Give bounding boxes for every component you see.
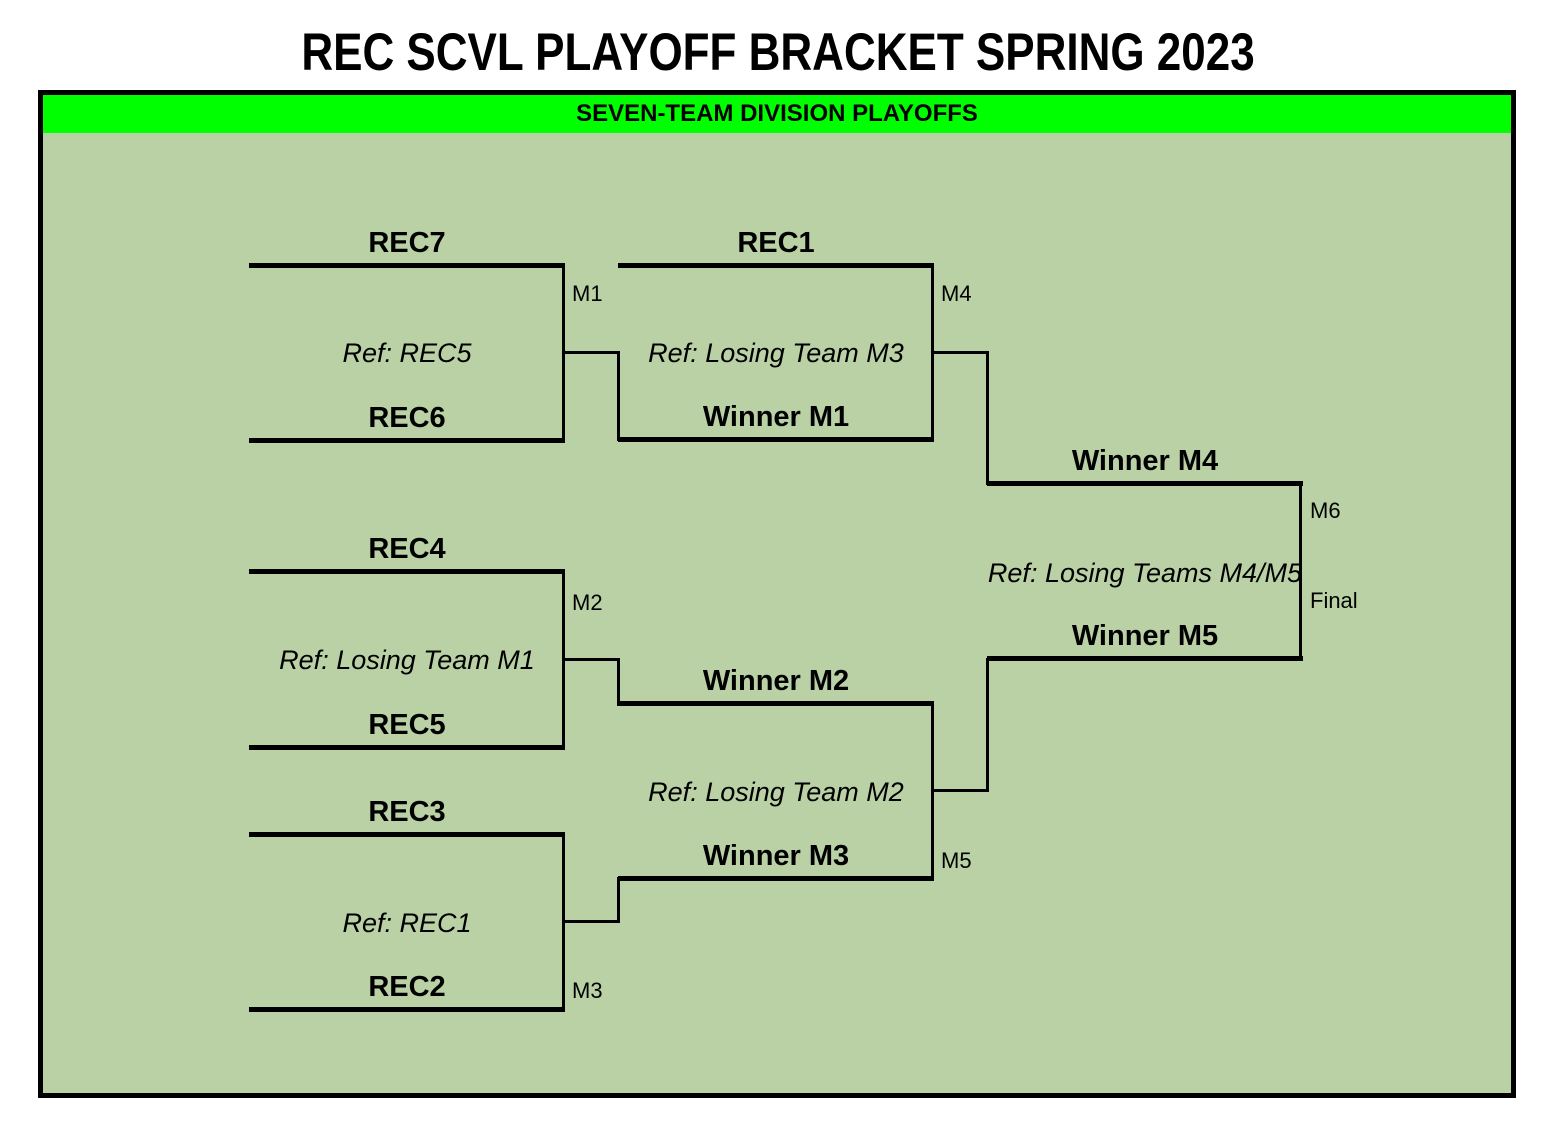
m5-top-team-label: Winner M2 xyxy=(702,665,850,697)
m6-bottom-line xyxy=(987,656,1303,661)
m4-top-line xyxy=(618,263,934,268)
page-title: REC SCVL PLAYOFF BRACKET SPRING 2023 xyxy=(301,23,1255,82)
m3-match-label: M3 xyxy=(572,978,603,1003)
m6-bracket-line xyxy=(1299,481,1302,661)
m5-bottom-team-label: Winner M3 xyxy=(702,840,850,872)
m2-top-line xyxy=(249,569,565,574)
m4-connector-h xyxy=(934,351,989,354)
m2-bracket-line xyxy=(562,569,565,750)
m2-ref-note: Ref: Losing Team M1 xyxy=(279,645,535,675)
m1-connector-v xyxy=(617,351,620,441)
m1-bottom-line xyxy=(249,438,565,443)
m2-connector-v xyxy=(617,658,620,706)
m6-bottom-team-label: Winner M5 xyxy=(1071,620,1219,652)
m3-connector-h xyxy=(565,920,620,923)
m1-ref-note: Ref: REC5 xyxy=(342,338,472,368)
m1-bracket-line xyxy=(562,263,565,443)
m1-match-label: M1 xyxy=(572,281,603,306)
m1-bottom-team-label: REC6 xyxy=(368,402,446,434)
m2-bottom-team-label: REC5 xyxy=(368,709,446,741)
m4-bracket-line xyxy=(931,263,934,442)
m5-bracket-line xyxy=(931,701,934,881)
m1-top-line xyxy=(249,263,565,268)
m2-match-label: M2 xyxy=(572,590,603,615)
m6-match-label: M6 xyxy=(1310,498,1341,523)
m5-match-label: M5 xyxy=(941,848,972,873)
m2-top-team-label: REC4 xyxy=(368,533,446,565)
m5-top-line xyxy=(618,701,934,706)
m4-match-label: M4 xyxy=(941,281,972,306)
m4-bottom-line xyxy=(618,437,934,442)
m5-ref-note: Ref: Losing Team M2 xyxy=(648,777,904,807)
division-header-bar: SEVEN-TEAM DIVISION PLAYOFFS xyxy=(43,95,1511,133)
m4-connector-v xyxy=(986,351,989,485)
m1-top-team-label: REC7 xyxy=(368,227,446,259)
m6-final-label: Final xyxy=(1310,588,1358,613)
m1-connector-h xyxy=(565,351,620,354)
m3-connector-v xyxy=(617,877,620,923)
m5-connector-v xyxy=(986,658,989,792)
m5-bottom-line xyxy=(618,876,934,881)
m3-bottom-line xyxy=(249,1007,565,1012)
m5-connector-h xyxy=(934,789,989,792)
m3-ref-note: Ref: REC1 xyxy=(342,908,472,938)
bracket-panel xyxy=(38,90,1516,1098)
m3-bracket-line xyxy=(562,832,565,1012)
m6-top-line xyxy=(987,481,1303,486)
m4-ref-note: Ref: Losing Team M3 xyxy=(648,338,904,368)
m2-bottom-line xyxy=(249,745,565,750)
m2-connector-h xyxy=(565,658,620,661)
m6-ref-note: Ref: Losing Teams M4/M5 xyxy=(987,558,1303,588)
m4-bottom-team-label: Winner M1 xyxy=(702,401,850,433)
m3-top-team-label: REC3 xyxy=(368,796,446,828)
m3-bottom-team-label: REC2 xyxy=(368,971,446,1003)
division-header-label: SEVEN-TEAM DIVISION PLAYOFFS xyxy=(576,100,978,127)
m6-top-team-label: Winner M4 xyxy=(1071,445,1219,477)
m3-top-line xyxy=(249,832,565,837)
m4-top-team-label: REC1 xyxy=(737,227,815,259)
